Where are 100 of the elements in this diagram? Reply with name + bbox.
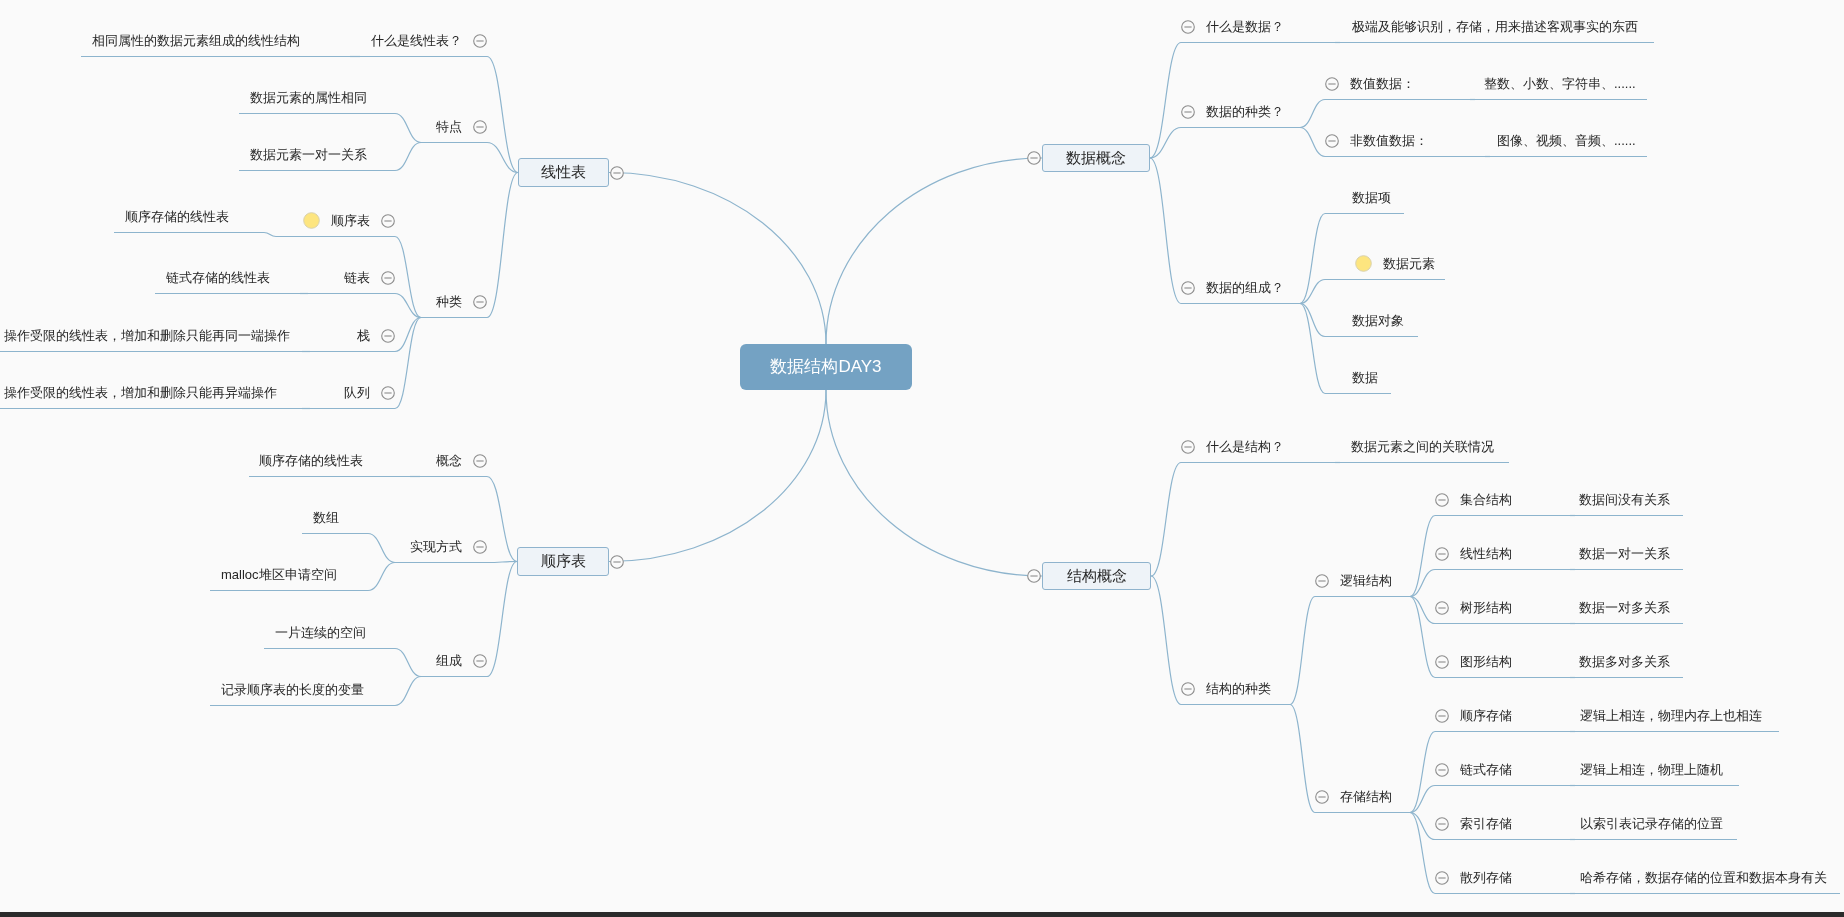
branch-line xyxy=(1569,838,1576,841)
topic-text: 存储结构 xyxy=(1340,787,1392,806)
branch-topic xyxy=(1435,490,1570,516)
branch-line xyxy=(394,292,422,319)
branch-line xyxy=(486,560,518,564)
branch-line xyxy=(486,141,519,174)
topic-text: 索引存储 xyxy=(1460,814,1512,833)
branch-line xyxy=(1149,126,1182,159)
topic-text: 逻辑上相连，物理上随机 xyxy=(1580,760,1723,779)
branch-line xyxy=(1569,676,1576,679)
branch-topic xyxy=(1435,652,1570,678)
topic-text: 逻辑结构 xyxy=(1340,571,1392,590)
branch-topic xyxy=(1575,544,1683,570)
branch-line xyxy=(299,292,309,295)
branch-topic xyxy=(1575,598,1683,624)
branch-line xyxy=(263,231,277,238)
branch-topic xyxy=(1575,760,1739,786)
topic-text: 数据一对一关系 xyxy=(1579,544,1670,563)
branch-topic xyxy=(1475,74,1647,100)
branch-line xyxy=(394,316,422,410)
branch-line xyxy=(1409,514,1436,598)
branch-topic xyxy=(1575,652,1683,678)
branch-topic xyxy=(239,145,395,171)
branch-line xyxy=(394,675,422,707)
branch-line xyxy=(1569,784,1576,787)
branch-line xyxy=(1150,461,1182,577)
branch-topic xyxy=(0,383,302,409)
topic-text: 顺序存储的线性表 xyxy=(125,207,229,226)
branch-topic xyxy=(1181,17,1335,43)
branch-line xyxy=(1409,811,1436,895)
branch-line xyxy=(1334,461,1341,464)
topic-text: 数据的种类？ xyxy=(1206,102,1284,121)
branch-topic xyxy=(1340,437,1509,463)
branch-topic xyxy=(1325,74,1470,100)
branch-topic xyxy=(249,451,410,477)
branch-line xyxy=(394,112,422,144)
branch-line xyxy=(367,532,396,564)
branch-line xyxy=(1289,595,1316,706)
topic-text: 数据一对多关系 xyxy=(1579,598,1670,617)
branch-line xyxy=(825,157,1043,345)
branch-line xyxy=(1299,302,1326,395)
topic-text: 数据的组成？ xyxy=(1206,278,1284,297)
topic-text: 线性结构 xyxy=(1460,544,1512,563)
branch-line xyxy=(1409,568,1436,598)
branch-topic xyxy=(1325,254,1445,280)
topic-text: 以索引表记录存储的位置 xyxy=(1580,814,1723,833)
branch-line xyxy=(486,475,518,563)
branch-line xyxy=(1299,212,1326,305)
branch-line xyxy=(1299,126,1326,158)
branch-topic xyxy=(420,451,487,477)
branch-topic xyxy=(395,537,487,563)
branch-line xyxy=(1569,730,1576,733)
branch-line xyxy=(301,350,311,353)
topic-text: 数据元素的属性相同 xyxy=(250,88,367,107)
topic-text: 非数值数据： xyxy=(1350,131,1428,150)
branch-topic xyxy=(155,268,300,294)
topic-text: 一片连续的空间 xyxy=(275,623,366,642)
topic-text: 顺序表 xyxy=(331,211,370,230)
branch-line xyxy=(409,475,421,478)
branch-topic xyxy=(1435,868,1570,894)
branch-line xyxy=(1299,278,1326,305)
branch-topic xyxy=(1575,814,1737,840)
topic-text: 种类 xyxy=(436,292,462,311)
topic-text: 数据多对多关系 xyxy=(1579,652,1670,671)
branch-topic xyxy=(310,326,395,352)
branch-topic xyxy=(1325,188,1404,214)
branch-line xyxy=(1149,157,1182,305)
main-topic-box: 线性表 xyxy=(518,158,609,187)
branch-line xyxy=(1469,98,1476,101)
topic-text: 什么是数据？ xyxy=(1206,17,1284,36)
branch-topic xyxy=(421,117,487,143)
branch-line xyxy=(1484,155,1491,158)
branch-topic xyxy=(360,31,487,57)
branch-line xyxy=(1149,41,1182,159)
topic-text: 极端及能够识别，存储，用来描述客观事实的东西 xyxy=(1352,17,1638,36)
topic-text: 什么是结构？ xyxy=(1206,437,1284,456)
branch-topic xyxy=(264,623,395,649)
branch-line xyxy=(367,561,396,592)
topic-text: 操作受限的线性表，增加和删除只能再异端操作 xyxy=(4,383,277,402)
topic-text: 图形结构 xyxy=(1460,652,1512,671)
topic-text: 实现方式 xyxy=(410,537,462,556)
branch-topic xyxy=(1325,368,1391,394)
branch-topic xyxy=(1435,544,1570,570)
branch-topic xyxy=(1181,679,1290,705)
branch-topic xyxy=(1490,131,1647,157)
topic-text: 链式存储的线性表 xyxy=(166,268,270,287)
topic-text: 结构的种类 xyxy=(1206,679,1271,698)
branch-topic xyxy=(308,268,395,294)
topic-text: 数据元素之间的关联情况 xyxy=(1351,437,1494,456)
branch-topic xyxy=(1315,787,1410,813)
topic-text: 数据元素一对一关系 xyxy=(250,145,367,164)
branch-line xyxy=(1569,568,1576,571)
main-topic-box: 结构概念 xyxy=(1042,562,1151,590)
topic-text: 记录顺序表的长度的变量 xyxy=(221,680,364,699)
topic-text: 散列存储 xyxy=(1460,868,1512,887)
topic-text: 集合结构 xyxy=(1460,490,1512,509)
branch-topic xyxy=(1575,868,1840,894)
topic-text: 哈希存储，数据存储的位置和数据本身有关 xyxy=(1580,868,1827,887)
branch-topic xyxy=(1181,278,1300,304)
branch-line xyxy=(1409,595,1436,679)
